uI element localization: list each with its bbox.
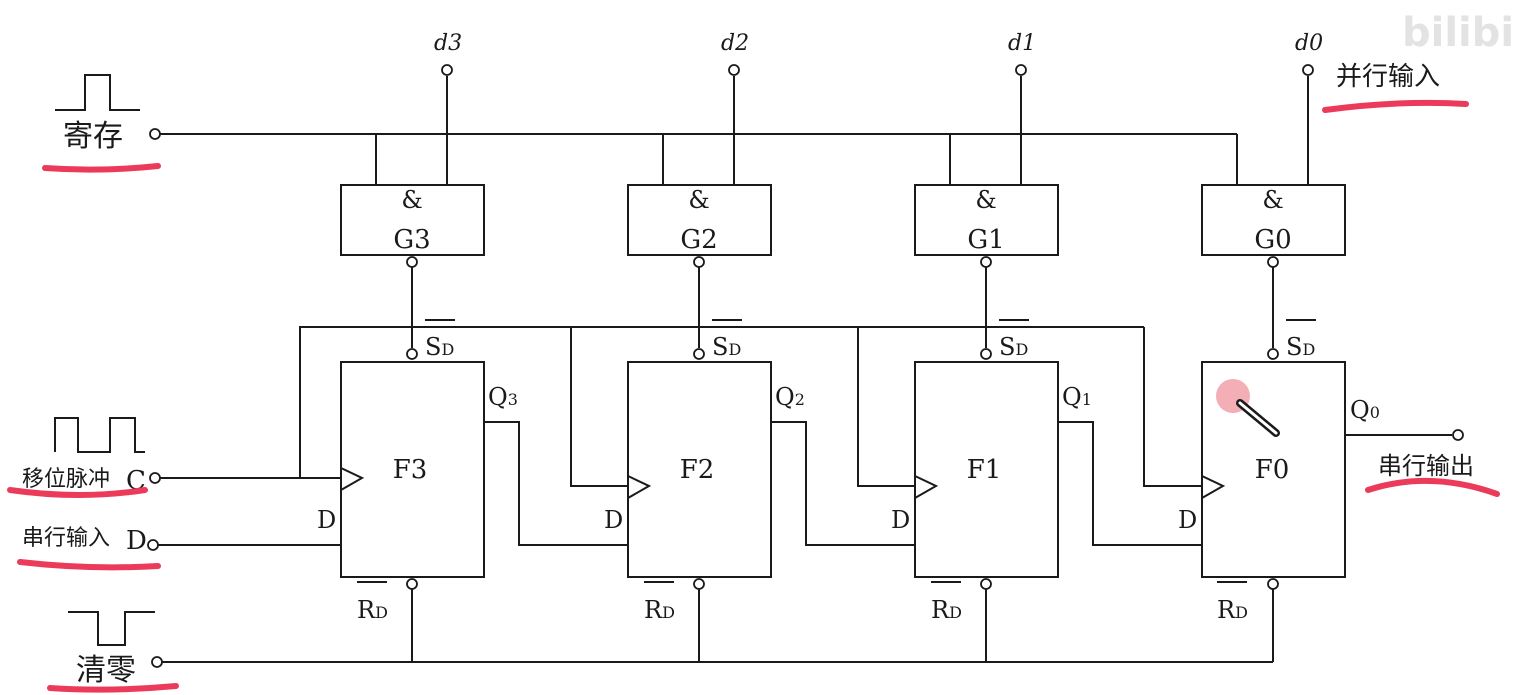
store-terminal[interactable]	[149, 128, 161, 140]
f0-name: F0	[1255, 455, 1290, 485]
f2-d-label: D	[604, 506, 623, 534]
gate-g2-name: G2	[680, 225, 717, 255]
clear-label: 清零	[76, 653, 136, 688]
flipflop-f0: F0 D Q0	[1178, 361, 1380, 578]
shift-data-wires	[484, 421, 1202, 546]
clear-bus	[162, 578, 1279, 663]
f3-d-label: D	[317, 506, 336, 534]
shift-pulse-label: 移位脉冲	[22, 467, 110, 492]
shift-pulse-underline	[7, 487, 148, 498]
f3-rd-label: RD	[357, 596, 388, 624]
gate-to-sd-wires	[406, 256, 1279, 360]
flipflop-f2: F2 D Q2	[604, 361, 805, 578]
f0-sd-label: SD	[1286, 333, 1315, 361]
clear-pulse-icon	[68, 611, 155, 646]
store-label: 寄存	[63, 119, 123, 154]
clear-underline	[47, 683, 179, 693]
rd-labels: RD RD RD RD	[357, 581, 1248, 624]
f1-name: F1	[967, 455, 1002, 485]
f2-q-label: Q2	[775, 383, 805, 411]
clock-bus	[160, 326, 1202, 487]
d2-terminal[interactable]	[728, 64, 740, 76]
serial-input-label: 串行输入	[22, 526, 110, 551]
d2-label: d2	[721, 31, 749, 56]
gate-g1-symbol: &	[975, 186, 996, 214]
serial-output-label: 串行输出	[1378, 452, 1474, 480]
f2-rd-label: RD	[644, 596, 675, 624]
f3-name: F3	[393, 455, 428, 485]
bilibili-watermark: bilibili	[1402, 10, 1515, 56]
f1-sd-label: SD	[999, 333, 1028, 361]
d3-label: d3	[434, 31, 462, 56]
gate-g1-name: G1	[967, 225, 1004, 255]
d0-label: d0	[1295, 31, 1323, 56]
f1-q-label: Q1	[1062, 383, 1092, 411]
store-pulse-icon	[55, 74, 140, 111]
flipflop-f1: F1 D Q1	[891, 361, 1092, 578]
d1-terminal[interactable]	[1015, 64, 1027, 76]
f0-q-label: Q0	[1350, 396, 1380, 424]
f0-rd-label: RD	[1217, 596, 1248, 624]
d0-terminal[interactable]	[1302, 64, 1314, 76]
gate-g2-symbol: &	[688, 186, 709, 214]
gate-g0: & G0	[1201, 184, 1346, 256]
pen-cursor-icon	[1216, 379, 1280, 437]
f0-d-label: D	[1178, 506, 1197, 534]
gate-g0-name: G0	[1254, 225, 1291, 255]
parallel-input-underline	[1322, 99, 1469, 113]
d1-label: d1	[1008, 31, 1036, 56]
flipflop-f3: F3 D Q3	[317, 361, 518, 578]
parallel-input-lines	[446, 76, 1309, 185]
gate-g2: & G2	[627, 184, 772, 256]
f2-name: F2	[680, 455, 715, 485]
f2-sd-label: SD	[712, 333, 741, 361]
f1-rd-label: RD	[931, 596, 962, 624]
gate-g0-symbol: &	[1262, 186, 1283, 214]
gate-g1: & G1	[914, 184, 1059, 256]
serial-output-underline	[1365, 477, 1500, 497]
store-underline	[42, 163, 161, 173]
gate-g3-symbol: &	[401, 186, 422, 214]
f3-sd-label: SD	[425, 333, 454, 361]
clock-terminal[interactable]	[149, 472, 161, 484]
serial-output-terminal[interactable]	[1452, 429, 1464, 441]
parallel-input-label: 并行输入	[1336, 62, 1440, 92]
f3-q-label: Q3	[488, 383, 518, 411]
sd-labels: SD SD SD SD	[425, 319, 1316, 361]
serial-input-pin-label: D	[126, 526, 147, 556]
gate-g3: & G3	[340, 184, 485, 256]
serial-input-terminal[interactable]	[147, 539, 159, 551]
gate-g3-name: G3	[393, 225, 430, 255]
shift-pulse-icon	[54, 417, 145, 453]
clear-terminal[interactable]	[151, 656, 163, 668]
store-bus	[160, 133, 1238, 185]
d3-terminal[interactable]	[441, 64, 453, 76]
f1-d-label: D	[891, 506, 910, 534]
serial-input-underline	[17, 559, 161, 571]
